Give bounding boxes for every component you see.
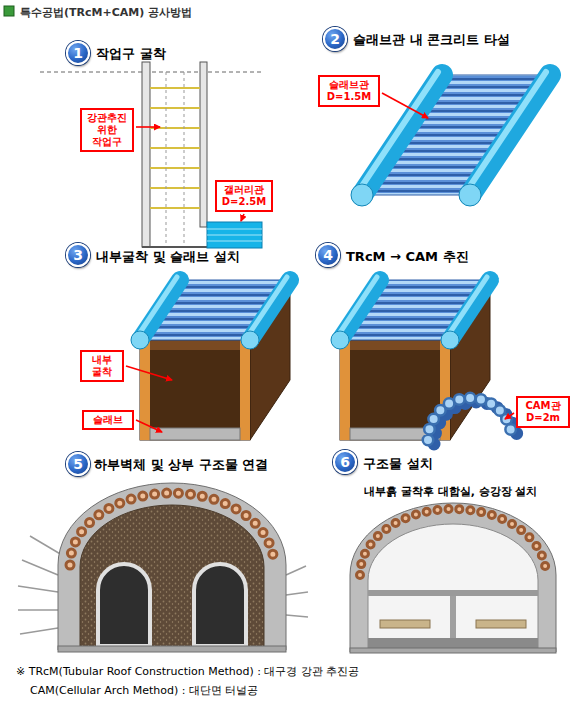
footnote: ※ TRcM(Tubular Roof Construction Method)… <box>16 664 359 679</box>
callout-label: 슬래브 <box>86 414 130 426</box>
step-number-circle: 4 <box>316 243 340 267</box>
step-note: 내부흙 굴착후 대합실, 승강장 설치 <box>362 484 540 499</box>
callout-number: 5 <box>73 457 83 471</box>
callout-number: 2 <box>330 32 340 46</box>
page-title: 특수공법(TRcM+CAM) 공사방법 <box>20 5 192 20</box>
shaft-section <box>40 62 262 248</box>
step-number-circle: 5 <box>66 452 90 476</box>
callout-label: 강관추진 위한 작업구 <box>84 112 130 148</box>
callout-box: 슬래브 <box>82 410 134 430</box>
callout-label: 내부 굴착 <box>84 354 120 378</box>
callout-box: CAM관 D=2m <box>516 396 570 428</box>
callout-number: 3 <box>73 248 83 262</box>
callout-box: 강관추진 위한 작업구 <box>80 108 134 152</box>
step-title: 구조물 설치 <box>363 455 433 473</box>
callout-label: CAM관 D=2m <box>520 400 566 424</box>
step-title: 하부벽체 및 상부 구조물 연결 <box>94 456 268 474</box>
step-number-circle: 6 <box>333 450 357 474</box>
callout-number: 6 <box>340 455 350 469</box>
step-number-circle: 2 <box>323 27 347 51</box>
footnote: CAM(Cellular Arch Method) : 대단면 터널공 <box>30 683 258 698</box>
step-number-circle: 3 <box>66 243 90 267</box>
cam-arch-box <box>331 277 518 444</box>
station-structure <box>350 503 556 653</box>
callout-label: 슬래브관 D=1.5M <box>322 79 376 103</box>
excavated-box <box>131 277 290 440</box>
step-title: 내부굴착 및 슬래브 설치 <box>96 248 240 266</box>
step-title: 작업구 굴착 <box>96 45 166 63</box>
callout-box: 갤러리관 D=2.5M <box>215 180 273 212</box>
step-title: 슬래브관 내 콘크리트 타설 <box>353 31 510 49</box>
callout-box: 내부 굴착 <box>80 350 124 382</box>
step-title: TRcM → CAM 추진 <box>346 248 469 266</box>
step-number-circle: 1 <box>66 41 90 65</box>
title-icon <box>4 6 14 16</box>
callout-label: 갤러리관 D=2.5M <box>219 184 269 208</box>
callout-box: 슬래브관 D=1.5M <box>318 75 380 107</box>
tunnel-section <box>18 483 308 652</box>
callout-number: 1 <box>73 46 83 60</box>
callout-number: 4 <box>323 248 333 262</box>
pipe-roof <box>351 72 550 206</box>
